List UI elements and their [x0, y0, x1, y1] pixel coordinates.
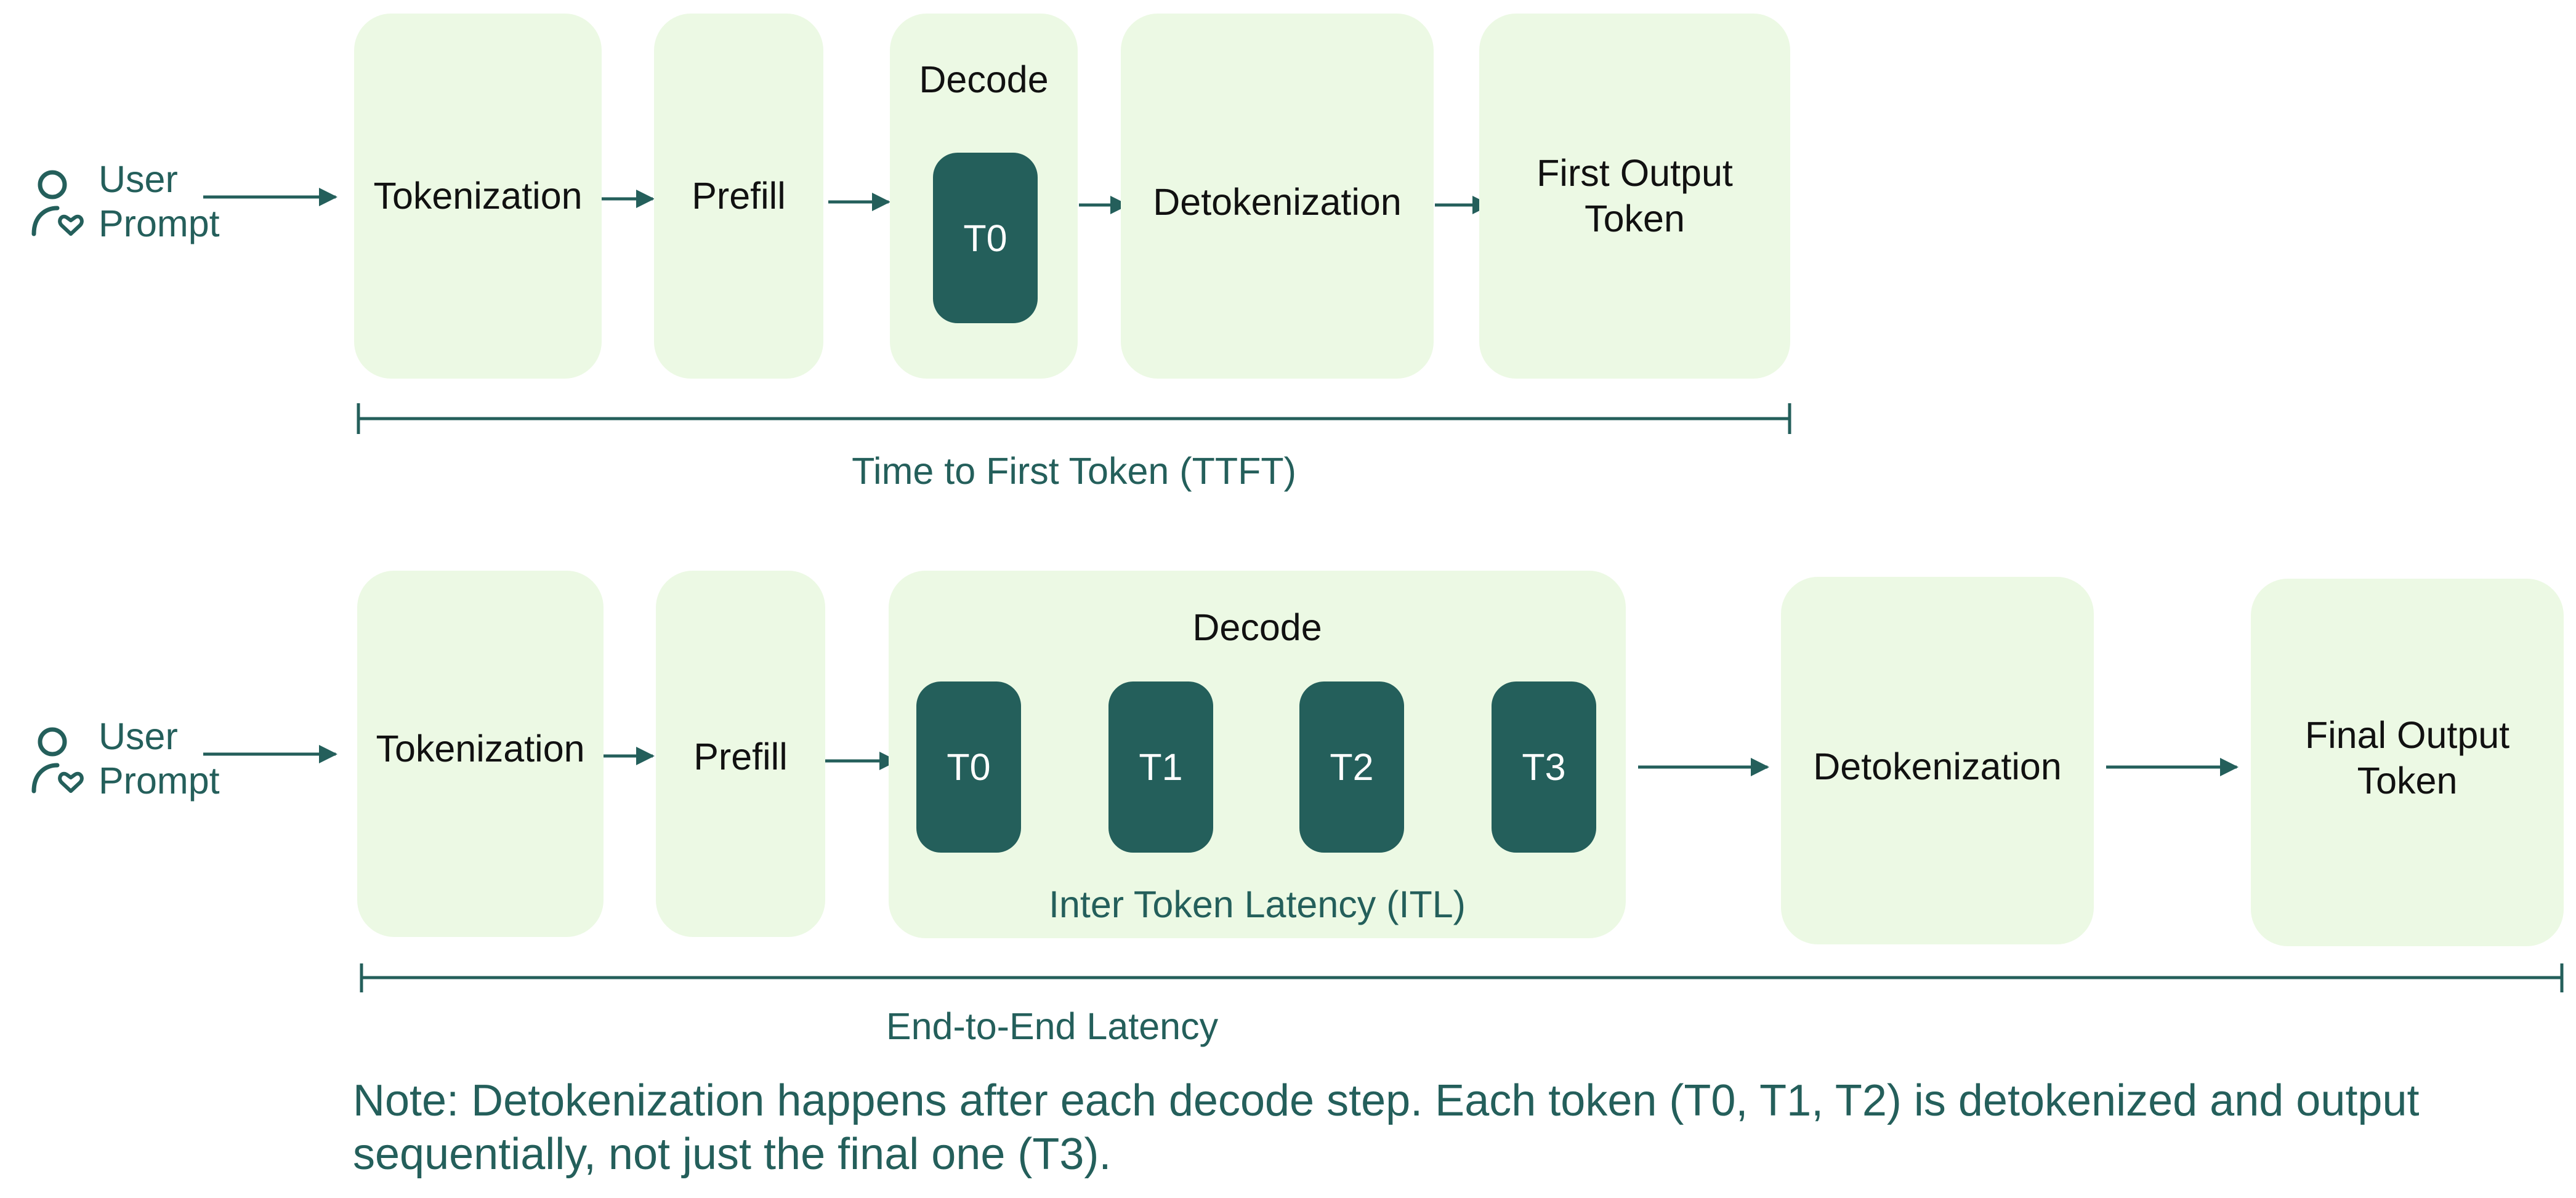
token-t1: T1 [1108, 681, 1213, 853]
user-heart-icon [31, 170, 84, 236]
token-t2: T2 [1299, 681, 1404, 853]
tokenization-label: Tokenization [373, 174, 583, 217]
note-text: Note: Detokenization happens after each … [353, 1074, 2508, 1181]
user-heart-icon [31, 727, 84, 794]
first-output-line1: First Output [1536, 152, 1733, 195]
tokenization-label-2: Tokenization [376, 728, 585, 770]
token-t3: T3 [1492, 681, 1596, 853]
prompt-label: Prompt [99, 760, 220, 802]
prefill-box-2 [656, 571, 825, 937]
first-output-token-box [1479, 14, 1790, 379]
detokenization-box-2 [1781, 577, 2094, 944]
first-output-line2: Token [1585, 197, 1685, 239]
user-label: User [99, 158, 178, 200]
token-t0: T0 [916, 681, 1021, 853]
user-prompt-1: User Prompt [25, 157, 228, 249]
user-prompt-2: User Prompt [25, 714, 228, 806]
final-output-line1: Final Output [2304, 714, 2510, 757]
token-t0: T0 [933, 153, 1038, 323]
final-output-token-label: Final Output Token [2251, 579, 2564, 938]
user-label: User [99, 715, 178, 757]
detokenization-label: Detokenization [1153, 180, 1402, 223]
prefill-label: Prefill [692, 174, 786, 217]
ttft-label: Time to First Token (TTFT) [852, 450, 1296, 492]
detokenization-box [1121, 14, 1434, 379]
final-output-token-box [2251, 579, 2564, 946]
itl-label: Inter Token Latency (ITL) [1049, 883, 1466, 926]
tokenization-box-2 [357, 571, 604, 937]
detokenization-label-2: Detokenization [1813, 745, 2062, 787]
decode-label-2: Decode [1192, 606, 1322, 649]
prefill-label-2: Prefill [693, 735, 788, 778]
note-line1: Note: Detokenization happens after each … [353, 1076, 2420, 1125]
final-output-line2: Token [2357, 759, 2458, 802]
note-line2: sequentially, not just the final one (T3… [353, 1130, 1112, 1180]
prefill-box [654, 14, 823, 379]
decode-label: Decode [919, 58, 1049, 101]
prompt-label: Prompt [99, 203, 220, 244]
first-output-token-label: First Output Token [1479, 14, 1790, 379]
e2e-label: End-to-End Latency [886, 1005, 1219, 1047]
tokenization-box [354, 14, 602, 379]
